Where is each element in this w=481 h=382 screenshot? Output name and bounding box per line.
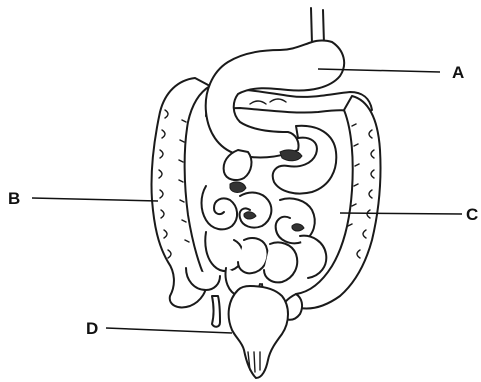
label-a: A	[452, 63, 464, 82]
leader-line-c	[340, 213, 462, 214]
leader-line-d	[106, 328, 232, 333]
leader-line-b	[32, 198, 158, 201]
esophagus	[311, 8, 324, 44]
rectum	[229, 286, 288, 378]
small-intestine	[186, 186, 326, 298]
label-d: D	[86, 319, 98, 338]
label-b: B	[8, 189, 20, 208]
label-c: C	[466, 205, 478, 224]
